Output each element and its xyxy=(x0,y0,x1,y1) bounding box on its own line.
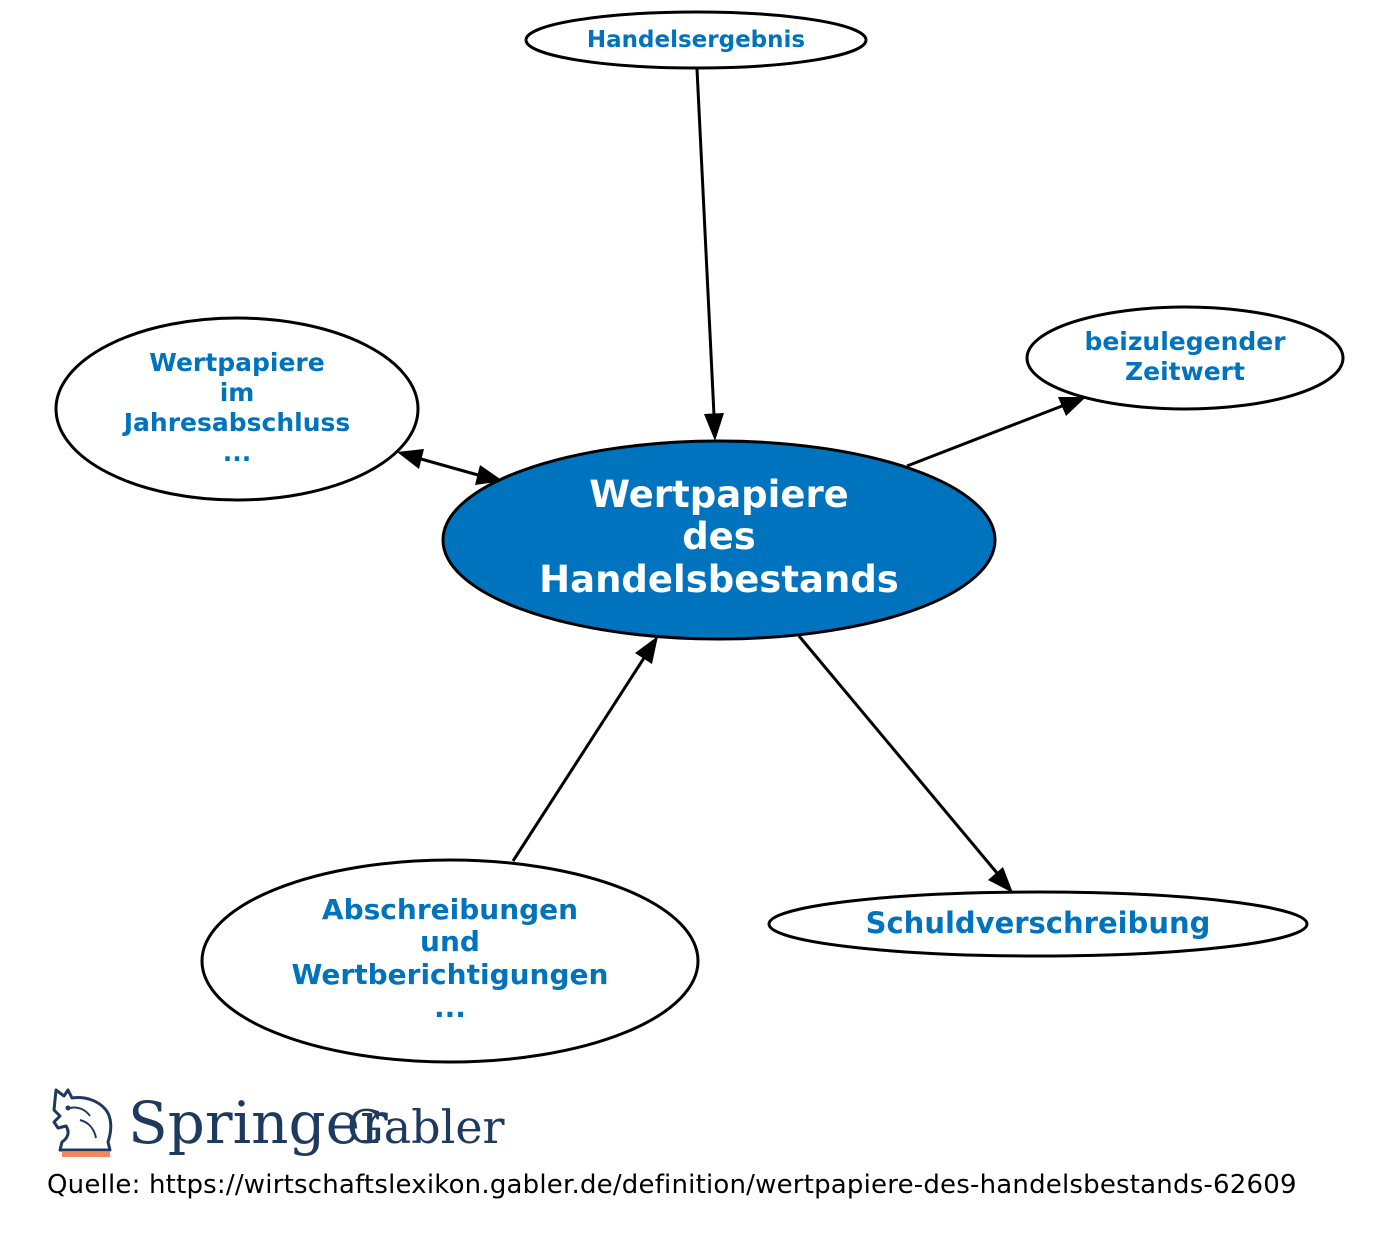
node-schuldverschreibung[interactable]: Schuldverschreibung xyxy=(767,890,1309,958)
node-label-line: Abschreibungen xyxy=(322,893,578,926)
edge-center-to-zeitwert xyxy=(906,404,1063,468)
center-label-line: des xyxy=(682,515,756,558)
node-label-line: Wertpapiere xyxy=(149,348,324,377)
node-label-line: und xyxy=(420,925,480,958)
edge-handelsergebnis-to-center xyxy=(695,68,716,416)
arrowhead-jahresabschluss xyxy=(397,449,424,469)
arrowhead-center-bottom xyxy=(635,636,658,664)
node-center-wertpapiere-handelsbestand[interactable]: Wertpapiere des Handelsbestands xyxy=(441,439,997,641)
center-label-line: Handelsbestands xyxy=(539,558,899,601)
arrowhead-center-top xyxy=(704,413,724,441)
node-label-line: im xyxy=(220,378,255,407)
node-label-line: Zeitwert xyxy=(1125,357,1245,386)
node-handelsergebnis[interactable]: Handelsergebnis xyxy=(524,10,868,70)
node-label-handelsergebnis: Handelsergebnis xyxy=(587,27,805,53)
node-label-ellipsis: ... xyxy=(434,991,466,1024)
node-label-line: Jahresabschluss xyxy=(122,408,351,437)
knight-horse-icon xyxy=(52,1088,113,1157)
node-beizulegender-zeitwert[interactable]: beizulegender Zeitwert xyxy=(1025,305,1345,411)
edge-center-to-schuldverschreibung xyxy=(797,635,999,874)
arrowhead-zeitwert xyxy=(1058,397,1086,416)
logo-brand-text: Springer xyxy=(128,1089,388,1157)
logo-sub-text: Gabler xyxy=(347,1100,505,1154)
node-label-line: Wertberichtigungen xyxy=(292,958,609,991)
node-label-schuldverschreibung: Schuldverschreibung xyxy=(866,906,1211,940)
node-wertpapiere-jahresabschluss[interactable]: Wertpapiere im Jahresabschluss ... xyxy=(54,316,420,502)
logo-underline xyxy=(62,1152,110,1157)
arrowhead-schuldverschreibung xyxy=(988,867,1013,893)
center-label-line: Wertpapiere xyxy=(589,473,849,516)
source-caption: Quelle: https://wirtschaftslexikon.gable… xyxy=(47,1170,1297,1200)
springer-gabler-logo: Springer Gabler xyxy=(52,1088,505,1157)
node-label-ellipsis: ... xyxy=(223,438,252,467)
node-abschreibungen[interactable]: Abschreibungen und Wertberichtigungen ..… xyxy=(200,858,700,1064)
edge-center-jahresabschluss xyxy=(420,457,479,477)
node-label-line: beizulegender xyxy=(1084,327,1286,356)
edge-abschreibungen-to-center xyxy=(511,657,646,862)
